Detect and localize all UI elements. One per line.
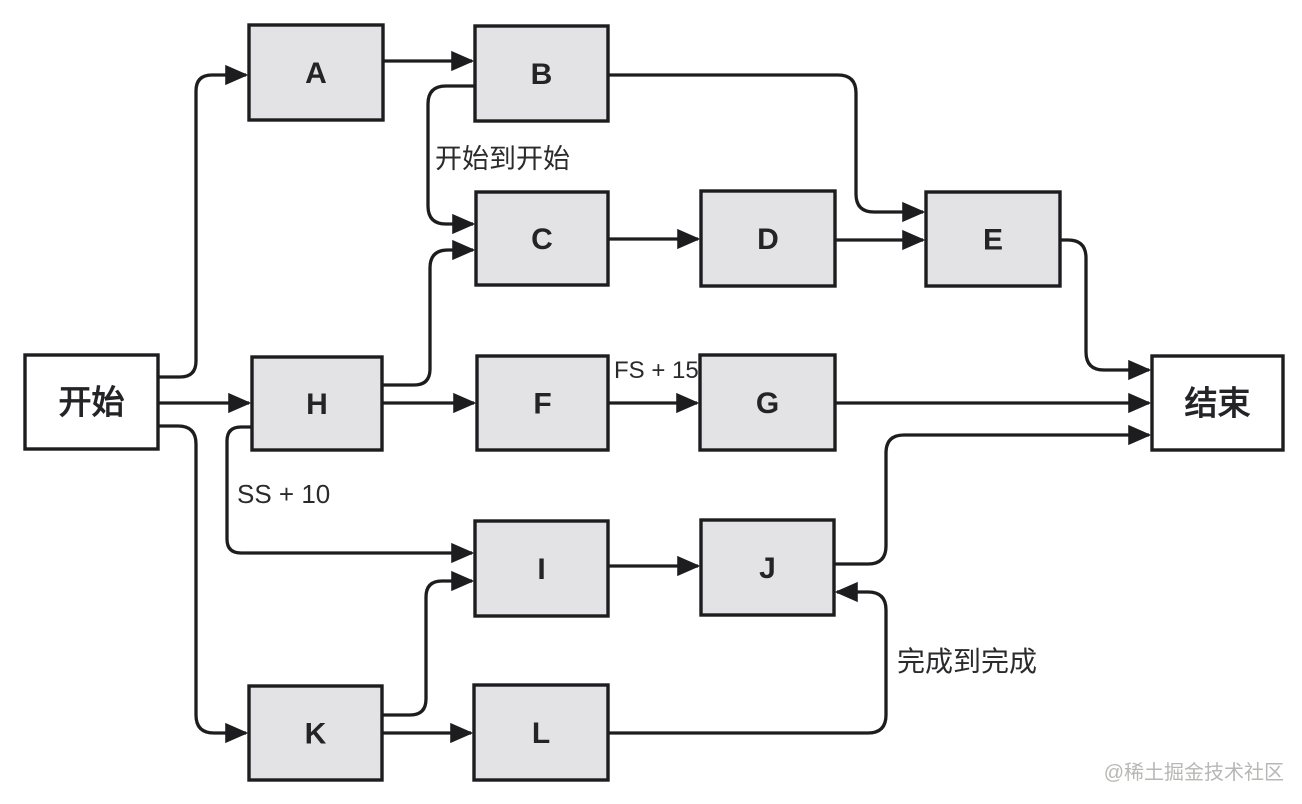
edge-H-I — [225, 425, 475, 564]
node-E-label: E — [983, 224, 1003, 257]
node-F — [475, 354, 610, 452]
node-B-label: B — [531, 58, 553, 91]
node-H — [250, 355, 384, 452]
node-end-label: 结束 — [1185, 385, 1251, 422]
node-A-label: A — [305, 57, 327, 90]
edge-label-start-to-start: 开始到开始 — [435, 144, 570, 174]
edge-start-A — [158, 64, 249, 379]
node-K-label: K — [305, 718, 327, 751]
watermark-text: @稀土掘金技术社区 — [1104, 761, 1284, 784]
edge-label-finish-to-finish: 完成到完成 — [897, 646, 1037, 677]
edge-J-end — [834, 424, 1152, 566]
node-L-label: L — [532, 717, 550, 750]
node-E — [924, 190, 1062, 288]
node-L — [472, 683, 610, 782]
node-D-label: D — [757, 223, 779, 256]
edge-start-K — [158, 424, 249, 744]
node-G — [698, 353, 837, 452]
edge-K-I — [382, 570, 475, 717]
node-H-label: H — [306, 388, 328, 421]
node-I — [473, 519, 610, 618]
node-F-label: F — [533, 388, 551, 421]
node-C — [474, 190, 610, 287]
edge-label-fs-plus-15: FS + 15 — [614, 357, 699, 384]
node-D — [699, 189, 837, 288]
edge-B-E — [608, 73, 926, 223]
edge-E-end — [1060, 238, 1152, 381]
node-A — [247, 23, 385, 122]
node-J-label: J — [759, 552, 776, 585]
node-start — [23, 353, 160, 451]
node-G-label: G — [756, 387, 779, 420]
node-B — [473, 24, 610, 123]
node-K — [247, 684, 384, 782]
edge-B-C — [426, 84, 476, 235]
edge-L-J — [608, 581, 888, 735]
node-end — [1150, 354, 1285, 452]
node-J — [699, 518, 836, 617]
edge-label-ss-plus-10: SS + 10 — [237, 479, 330, 509]
node-start-label: 开始 — [59, 384, 125, 421]
node-C-label: C — [531, 223, 553, 256]
node-I-label: I — [537, 553, 545, 586]
edge-H-C — [382, 239, 476, 387]
